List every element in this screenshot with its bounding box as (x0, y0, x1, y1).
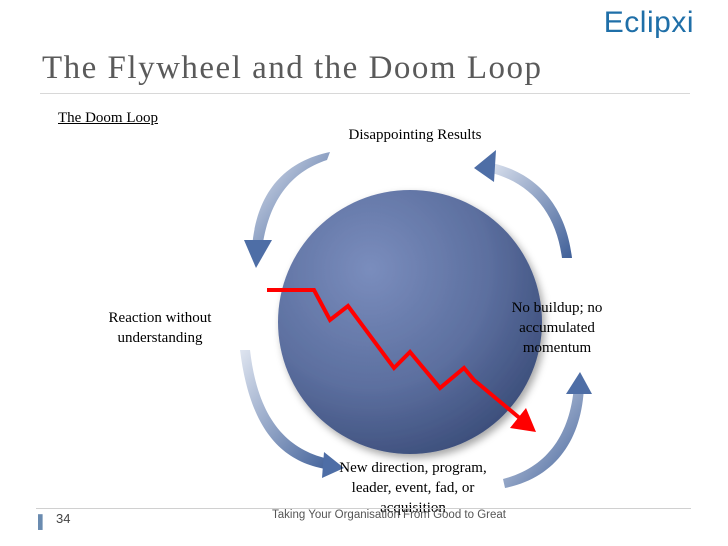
slide-title: The Flywheel and the Doom Loop (42, 50, 543, 86)
page-marker-icon: ▌ (38, 514, 48, 529)
label-disappointing-results: Disappointing Results (348, 127, 482, 143)
footer-text: Taking Your Organisation From Good to Gr… (272, 509, 506, 521)
cycle-arrow-bottom-right (503, 372, 592, 488)
footer-divider (36, 508, 691, 509)
page-number: 34 (56, 511, 71, 526)
cycle-arrow-bottom-left (240, 350, 344, 478)
label-no-buildup: No buildup; no accumulated momentum (511, 300, 603, 356)
cycle-arrow-top-left (244, 152, 330, 268)
decline-line (267, 288, 536, 432)
section-subtitle: The Doom Loop (58, 110, 158, 126)
title-divider (40, 93, 690, 94)
cycle-arrow-top-right (474, 150, 572, 258)
label-reaction-without-understanding: Reaction without understanding (108, 310, 212, 346)
flywheel-circle (278, 190, 542, 454)
eclipxi-logo: Eclipxi (603, 6, 694, 39)
